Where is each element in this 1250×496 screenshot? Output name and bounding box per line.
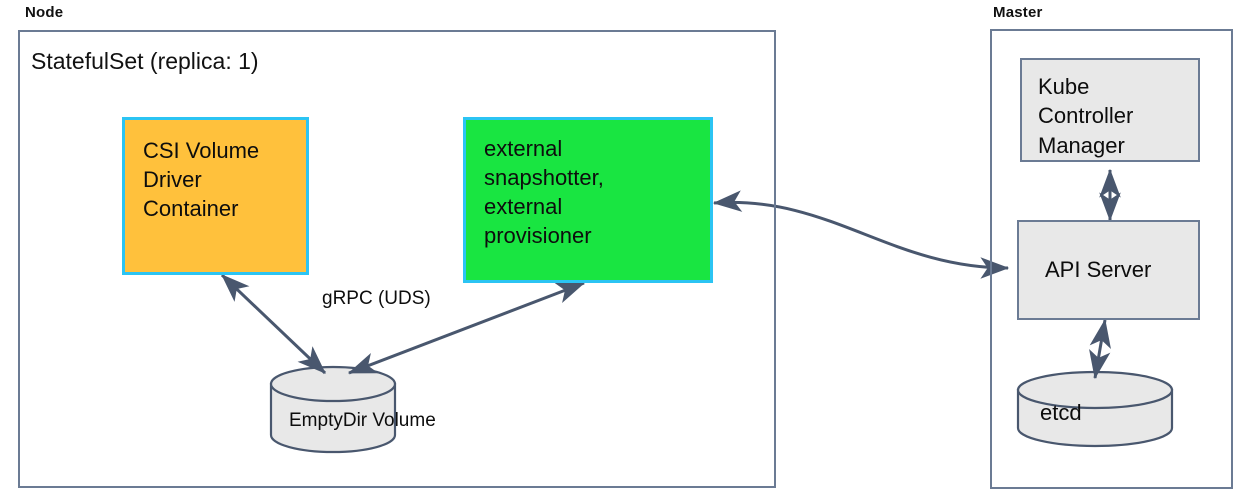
csi-volume-driver-container-label: CSI Volume Driver Container	[143, 138, 260, 222]
api-server-box[interactable]: API Server	[1017, 220, 1200, 320]
etcd-label: etcd	[1040, 400, 1082, 425]
arrow-external-to-apiserver	[712, 190, 1010, 279]
emptydir-volume-cylinder	[269, 365, 397, 454]
master-group-label: Master	[993, 4, 1043, 21]
emptydir-volume-label: EmptyDir Volume	[289, 410, 436, 431]
kube-controller-manager-box[interactable]: Kube Controller Manager	[1020, 58, 1200, 162]
node-group-box	[18, 30, 776, 488]
etcd-cylinder	[1016, 370, 1174, 448]
kube-controller-manager-label: Kube Controller Manager	[1038, 74, 1134, 158]
csi-volume-driver-container-box[interactable]: CSI Volume Driver Container	[122, 117, 309, 275]
master-group-box	[990, 29, 1233, 489]
grpc-uds-edge-label: gRPC (UDS)	[322, 288, 431, 309]
api-server-label: API Server	[1045, 257, 1152, 283]
arrow-external-to-emptydir	[347, 281, 586, 375]
external-snapshotter-provisioner-box[interactable]: external snapshotter, external provision…	[463, 117, 713, 283]
external-snapshotter-provisioner-label: external snapshotter, external provision…	[484, 136, 604, 249]
arrow-apiserver-to-etcd	[1089, 318, 1111, 380]
node-group-label: Node	[25, 4, 64, 21]
statefulset-title: StatefulSet (replica: 1)	[31, 48, 259, 74]
arrow-csi-to-emptydir	[220, 273, 327, 375]
